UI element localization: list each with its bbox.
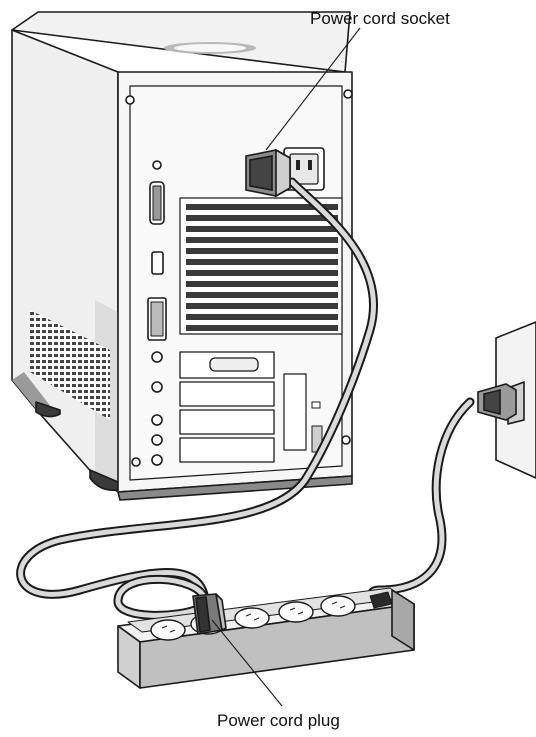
screw-icon xyxy=(343,89,353,99)
computer-tower xyxy=(11,11,353,501)
power-strip xyxy=(117,587,415,689)
side-vent-grille xyxy=(30,310,110,420)
power-cord-plug-socket-end xyxy=(245,148,291,198)
plug-leader-line xyxy=(211,619,283,707)
wall-power-cord xyxy=(367,397,475,623)
power-cord xyxy=(16,177,379,620)
socket-leader-line xyxy=(265,27,361,151)
screw-icon xyxy=(341,435,351,445)
port-column xyxy=(147,160,167,466)
access-panel xyxy=(283,373,307,451)
power-cord-socket-label: Power cord socket xyxy=(310,9,450,28)
pci-card-slots xyxy=(179,351,275,463)
screw-icon xyxy=(131,457,141,467)
power-cord-plug xyxy=(192,593,227,635)
power-cord-plug-label: Power cord plug xyxy=(217,711,340,730)
screw-icon xyxy=(125,95,135,105)
fan-grille xyxy=(186,204,338,331)
wall-plug xyxy=(477,383,517,421)
